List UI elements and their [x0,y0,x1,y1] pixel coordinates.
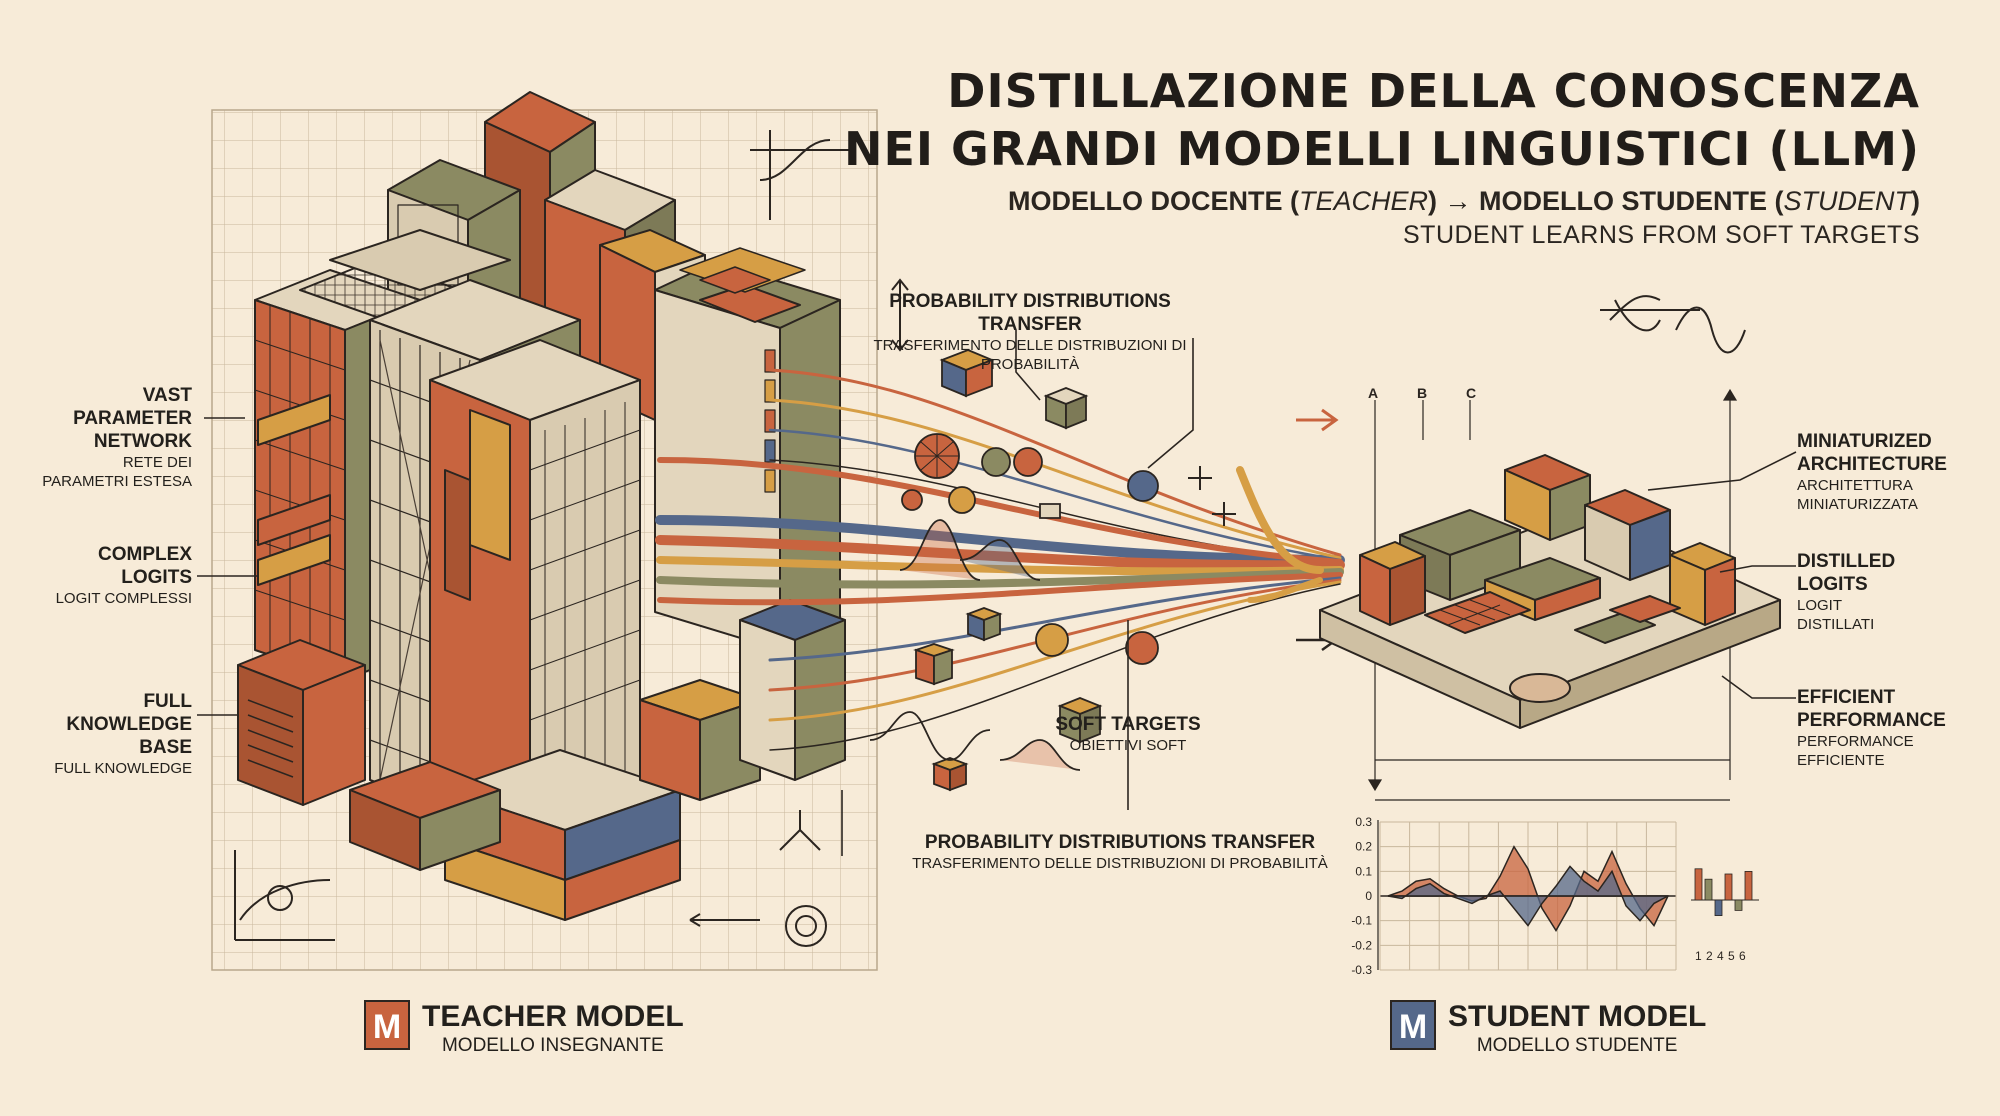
label-en-line: VAST [142,385,192,406]
label-soft-targets: SOFT TARGETS OBIETTIVI SOFT [1028,713,1228,755]
subtitle: MODELLO DOCENTE (TEACHER) → MODELLO STUD… [844,186,1920,217]
axis-letter-b: B [1417,385,1427,401]
label-en: PROBABILITY DISTRIBUTIONS TRANSFER [924,832,1316,853]
label-it-line: MINIATURIZZATA [1797,496,1918,513]
label-it: OBIETTIVI SOFT [1069,737,1187,754]
label-miniaturized-architecture: MINIATURIZED ARCHITECTURE ARCHITETTURA M… [1797,430,1947,514]
label-en-line: LOGITS [121,567,192,588]
decorative-math-symbols [234,130,1746,947]
label-en-line: ARCHITECTURE [1797,454,1947,475]
student-badge: M [1390,1000,1436,1050]
label-en-line: DISTILLED [1797,551,1896,572]
y-tick-label: -0.1 [1351,914,1372,928]
student-model-subtitle: MODELLO STUDENTE [1476,1035,1678,1056]
bar [1724,873,1733,901]
teacher-badge: M [364,1000,410,1050]
label-full-knowledge-base: FULL KNOWLEDGE BASE FULL KNOWLEDGE [54,690,192,778]
bar [1744,871,1753,901]
label-en-line: KNOWLEDGE [66,714,192,735]
floating-particles [901,349,1159,792]
bar [1704,878,1713,901]
label-it-line: LOGIT COMPLESSI [55,590,192,607]
student-model-chip [1319,454,1781,729]
chart-series-2-area [1387,865,1669,927]
y-tick-label: -0.3 [1351,963,1372,977]
teacher-model-title: TEACHER MODEL [422,1000,684,1033]
label-en-line: PERFORMANCE [1797,710,1946,731]
teacher-model-subtitle: MODELLO INSEGNANTE [441,1035,664,1056]
label-en-line: MINIATURIZED [1797,431,1932,452]
bar-tick-label: 4 [1717,949,1724,963]
y-tick-label: 0.2 [1355,840,1372,854]
label-en-line: EFFICIENT [1797,687,1896,708]
page-title-line1: DISTILLAZIONE DELLA CONOSCENZA [947,64,1920,118]
student-bar-chart [1691,868,1759,917]
page-title-line2: NEI GRANDI MODELLI LINGUISTICI (LLM) [844,122,1920,176]
label-it: TRASFERIMENTO DELLE DISTRIBUZIONI DI PRO… [912,855,1328,872]
leader-lines [197,330,1797,856]
label-en-line: PARAMETER [73,408,192,429]
subtitle-part1: MODELLO DOCENTE ( [1008,186,1299,216]
student-axis-letters: A B C [1368,385,1476,401]
bar-tick-label: 6 [1739,949,1746,963]
subtitle-part3: ) [1911,186,1920,216]
label-en-line: LOGITS [1797,574,1868,595]
label-efficient-performance: EFFICIENT PERFORMANCE PERFORMANCE EFFICI… [1797,686,1946,770]
axis-letter-c: C [1466,385,1476,401]
label-it-line: PARAMETRI ESTESA [42,473,192,490]
label-vast-parameter-network: VAST PARAMETER NETWORK RETE DEI PARAMETR… [42,384,192,491]
chart-y-ticks: 0.3 0.2 0.1 0 -0.1 -0.2 -0.3 [1351,815,1372,977]
teacher-model-label: M TEACHER MODEL MODELLO INSEGNANTE [364,1000,684,1058]
bar [1714,899,1723,917]
y-tick-label: 0 [1365,889,1372,903]
label-it-line: DISTILLATI [1797,616,1875,633]
label-it-line: EFFICIENTE [1797,752,1885,769]
axis-letter-a: A [1368,385,1378,401]
bar-tick-label: 5 [1728,949,1735,963]
label-en-line: BASE [139,737,192,758]
bar-tick-label: 2 [1706,949,1713,963]
y-tick-label: -0.2 [1351,938,1372,952]
subtitle-student: STUDENT [1783,186,1912,216]
label-en-line: FULL [143,691,192,712]
student-model-label: M STUDENT MODEL MODELLO STUDENTE [1390,1000,1706,1058]
y-tick-label: 0.3 [1355,815,1372,829]
subtitle-secondary: STUDENT LEARNS FROM SOFT TARGETS [1403,221,1920,249]
label-complex-logits: COMPLEX LOGITS LOGIT COMPLESSI [56,543,192,608]
bar [1734,899,1743,911]
label-it: TRASFERIMENTO DELLE DISTRIBUZIONI DI PRO… [873,337,1187,373]
subtitle-part2: ) → MODELLO STUDENTE ( [1428,186,1784,216]
label-it-line: RETE DEI [122,454,192,471]
label-transfer-top: PROBABILITY DISTRIBUTIONS TRANSFER TRASF… [850,290,1210,374]
label-en-line: COMPLEX [98,544,192,565]
teacher-model-text: TEACHER MODEL MODELLO INSEGNANTE [422,1000,684,1058]
y-tick-label: 0.1 [1355,864,1372,878]
subtitle-teacher: TEACHER [1299,186,1429,216]
label-en-line: NETWORK [93,431,192,452]
student-model-title: STUDENT MODEL [1448,1000,1707,1033]
label-transfer-bottom: PROBABILITY DISTRIBUTIONS TRANSFER TRASF… [910,831,1330,873]
student-model-text: STUDENT MODEL MODELLO STUDENTE [1448,1000,1706,1058]
label-it-line: ARCHITETTURA [1797,477,1913,494]
chart-series [1387,845,1670,932]
label-it-line: LOGIT [1797,597,1843,614]
label-it-line: PERFORMANCE [1797,733,1914,750]
flow-wave-glyphs [869,519,1081,771]
bar-tick-label: 1 [1695,949,1702,963]
title-block: DISTILLAZIONE DELLA CONOSCENZA NEI GRAND… [844,62,1920,250]
distillation-flow-streams [655,368,1345,751]
label-it-line: FULL KNOWLEDGE [54,760,192,777]
label-en: PROBABILITY DISTRIBUTIONS TRANSFER [889,291,1171,335]
bar [1694,868,1703,901]
label-en: SOFT TARGETS [1055,714,1201,735]
label-distilled-logits: DISTILLED LOGITS LOGIT DISTILLATI [1797,550,1895,634]
